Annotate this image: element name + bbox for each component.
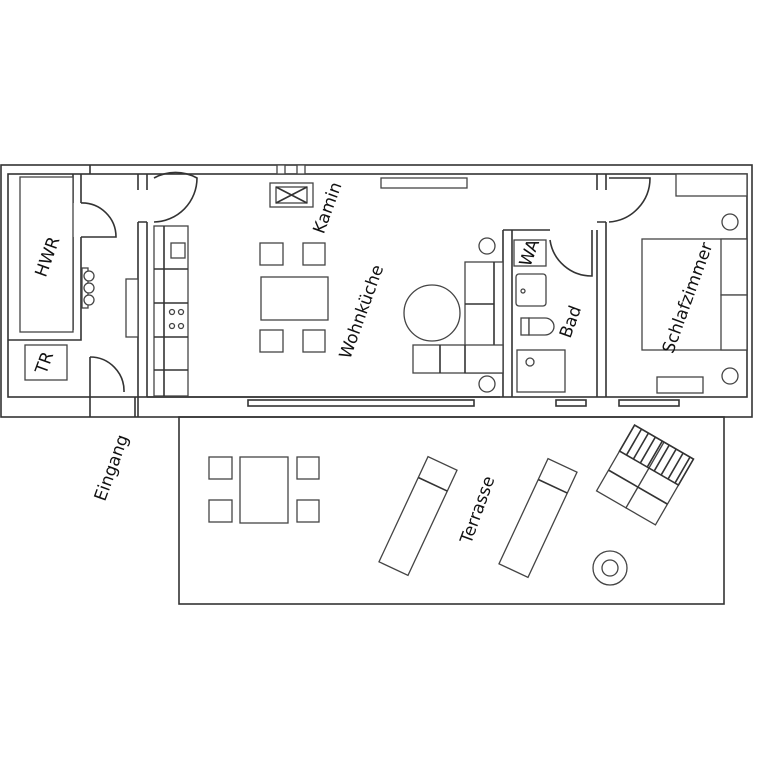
label-wohnkueche: Wohnküche <box>336 262 388 361</box>
dining-set <box>259 242 329 353</box>
terrace-area <box>178 416 725 605</box>
tr-box <box>24 344 68 381</box>
sun-lounger <box>498 457 578 579</box>
label-bad: Bad <box>556 303 586 341</box>
sideboard <box>380 177 468 189</box>
label-kamin: Kamin <box>309 180 346 237</box>
terrace-dining-set <box>208 456 320 524</box>
wardrobe <box>125 278 139 338</box>
bathroom-fixtures <box>513 239 566 393</box>
double-lounger <box>595 423 695 526</box>
sun-lounger <box>378 455 458 577</box>
kitchen-counter <box>153 225 189 397</box>
hwr-cabinet <box>19 176 74 333</box>
kitchen-sink-icon <box>170 242 186 259</box>
stove-icon <box>168 308 185 330</box>
living-set <box>403 237 504 393</box>
fireplace-icon <box>269 164 314 208</box>
washer-icon <box>81 267 95 309</box>
label-terrasse: Terrasse <box>456 474 499 548</box>
bedroom-furniture <box>641 173 748 394</box>
side-table <box>592 550 628 586</box>
label-eingang: Eingang <box>91 432 133 504</box>
